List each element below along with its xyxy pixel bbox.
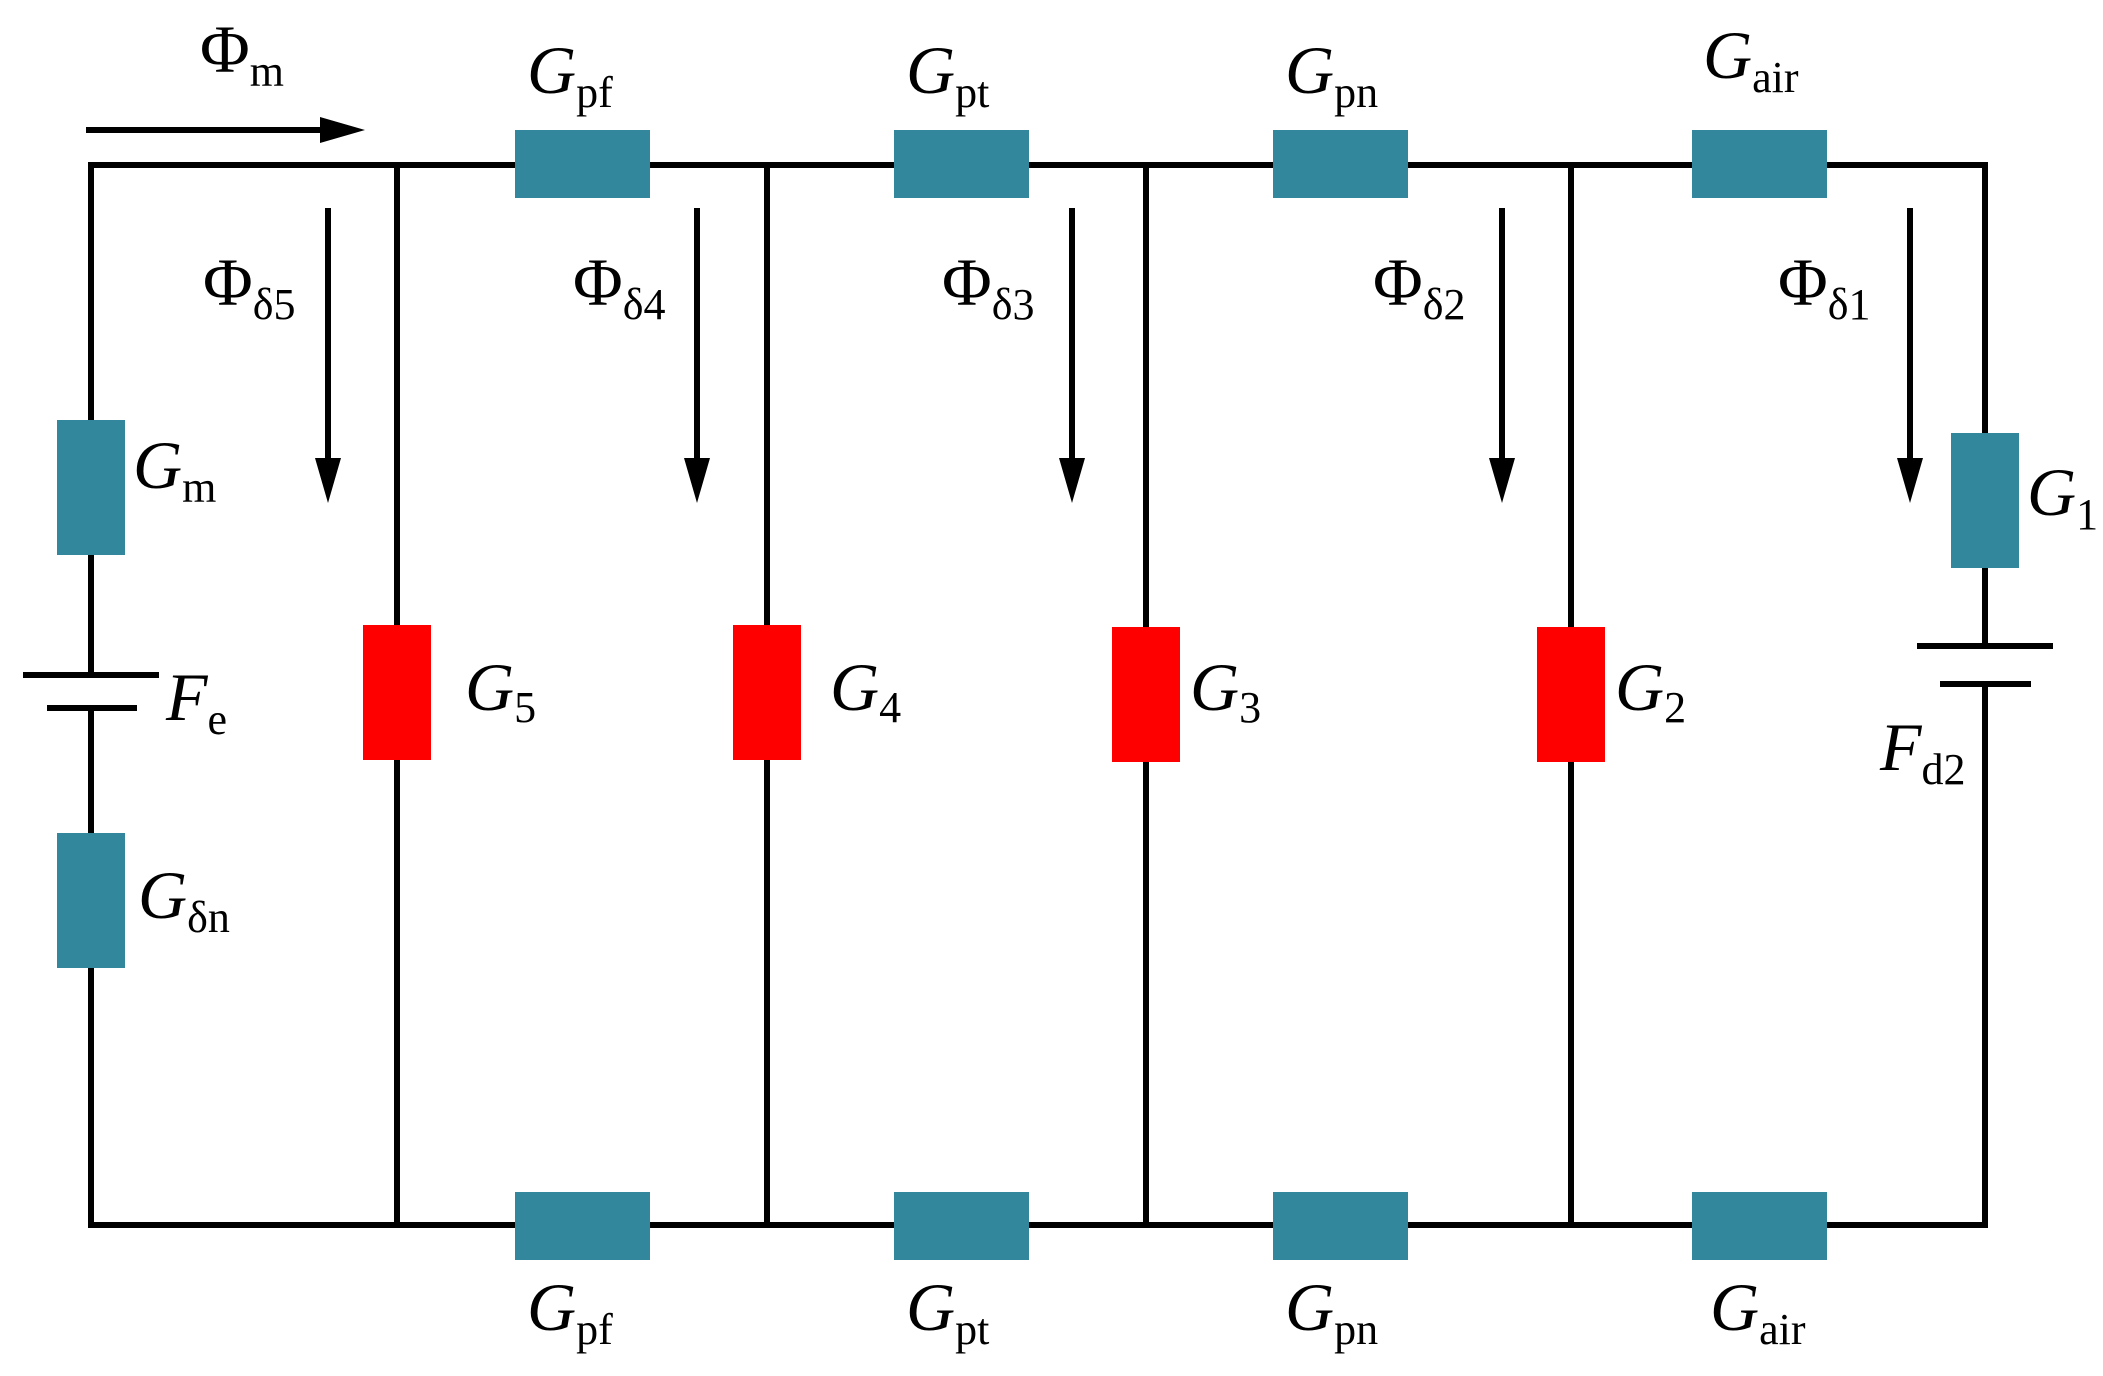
flux-label-d2: Φδ2 — [1373, 244, 1465, 329]
left-branch — [23, 420, 159, 968]
top-resistor-air — [1692, 130, 1827, 198]
top-series-elements — [515, 130, 1827, 198]
bottom-resistor-pt — [894, 1192, 1029, 1260]
main-flux-label: Φm — [200, 11, 284, 96]
label-gdn: Gδn — [138, 857, 230, 942]
bottom-label-pf: Gpf — [527, 1269, 613, 1354]
shunt-elements — [363, 625, 1605, 762]
shunt-resistor-4 — [733, 625, 801, 760]
flux-arrow-d4 — [684, 208, 710, 503]
bottom-resistor-pf — [515, 1192, 650, 1260]
top-resistor-pf — [515, 130, 650, 198]
flux-arrow-d2 — [1489, 208, 1515, 503]
bottom-resistor-pn — [1273, 1192, 1408, 1260]
top-label-air: Gair — [1703, 17, 1799, 102]
bottom-label-pt: Gpt — [906, 1269, 989, 1354]
flux-arrow-d5 — [315, 208, 341, 503]
shunt-label-2: G2 — [1615, 649, 1686, 732]
labels: Φm Φδ5 Φδ4 Φδ3 Φδ2 Φδ1 Gpf Gpt Gpn Gair — [133, 11, 2098, 1354]
flux-arrow-d3 — [1059, 208, 1085, 503]
shunt-label-4: G4 — [830, 649, 901, 732]
top-label-pf: Gpf — [527, 32, 613, 117]
resistor-gdn — [57, 833, 125, 968]
shunt-label-5: G5 — [465, 649, 536, 732]
shunt-resistor-3 — [1112, 627, 1180, 762]
right-branch — [1917, 433, 2053, 687]
resistor-gm — [57, 420, 125, 555]
bottom-label-air: Gair — [1710, 1269, 1806, 1354]
shunt-resistor-5 — [363, 625, 431, 760]
flux-arrow-d1 — [1897, 208, 1923, 503]
label-gm: Gm — [133, 427, 216, 512]
bottom-resistor-air — [1692, 1192, 1827, 1260]
resistor-g1 — [1951, 433, 2019, 568]
shunt-resistor-2 — [1537, 627, 1605, 762]
label-fe: Fe — [165, 659, 227, 744]
flux-label-d5: Φδ5 — [203, 244, 295, 329]
flux-label-d4: Φδ4 — [573, 244, 665, 329]
top-label-pt: Gpt — [906, 32, 989, 117]
top-resistor-pt — [894, 130, 1029, 198]
bottom-label-pn: Gpn — [1285, 1269, 1378, 1354]
shunt-label-3: G3 — [1190, 649, 1261, 732]
top-label-pn: Gpn — [1285, 32, 1378, 117]
main-flux-arrow — [86, 117, 365, 143]
flux-label-d1: Φδ1 — [1778, 244, 1870, 329]
flux-arrows — [86, 117, 1923, 503]
source-fd2-gap — [1955, 646, 2015, 684]
flux-label-d3: Φδ3 — [942, 244, 1034, 329]
bottom-series-elements — [515, 1192, 1827, 1260]
top-resistor-pn — [1273, 130, 1408, 198]
label-g1: G1 — [2027, 454, 2098, 539]
source-fe-gap — [60, 675, 122, 705]
label-fd2: Fd2 — [1879, 709, 1966, 794]
